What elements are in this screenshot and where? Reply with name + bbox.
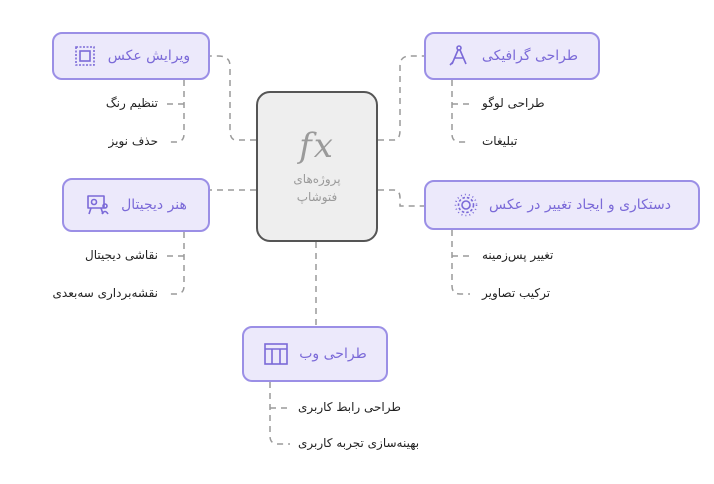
branch-graphic-design[interactable]: طراحی گرافیکی xyxy=(424,32,600,80)
leaf-background-change: تغییر پس‌زمینه xyxy=(482,248,554,262)
leaf-color-adjustment: تنظیم رنگ xyxy=(105,96,158,110)
branch-label: طراحی وب xyxy=(299,346,367,362)
branch-label: هنر دیجیتال xyxy=(121,197,187,213)
connector-digital-art-leaves xyxy=(166,232,185,295)
leaf-noise-removal: حذف نویز xyxy=(108,134,158,148)
leaf-ux-optimization: بهینه‌سازی تجربه کاربری xyxy=(298,436,420,450)
leaf-3d-mapping: نقشه‌برداری سه‌بعدی xyxy=(52,286,159,300)
branch-label: ویرایش عکس xyxy=(107,48,191,64)
leaf-digital-painting: نقاشی دیجیتال xyxy=(85,248,158,262)
connector-center-graphic-design xyxy=(378,55,424,141)
branch-digital-art[interactable]: هنر دیجیتال xyxy=(62,178,210,232)
leaf-ui-design: طراحی رابط کاربری xyxy=(298,400,401,414)
leaf-image-compositing: ترکیب تصاویر xyxy=(482,286,551,300)
branch-manipulation[interactable]: دستکاری و ایجاد تغییر در عکس xyxy=(424,180,700,230)
center-label: پروژه‌های فتوشاپ xyxy=(293,171,341,204)
easel-artist-icon xyxy=(85,192,111,218)
connector-center-manipulation xyxy=(378,189,424,207)
branch-photo-editing[interactable]: ویرایش عکس xyxy=(52,32,210,80)
layout-grid-icon xyxy=(263,341,289,367)
connector-center-photo-editing xyxy=(210,55,256,141)
pen-compass-icon xyxy=(446,43,472,69)
leaf-advertising: تبلیغات xyxy=(482,134,518,148)
fx-icon: fx xyxy=(299,125,335,166)
connector-web-design-leaves xyxy=(269,382,290,445)
branch-label: دستکاری و ایجاد تغییر در عکس xyxy=(489,197,671,213)
leaf-logo-design: طراحی لوگو xyxy=(482,96,545,110)
connector-photo-editing-leaves xyxy=(166,80,185,143)
center-node[interactable]: fx پروژه‌های فتوشاپ xyxy=(256,91,378,242)
sun-gear-icon xyxy=(453,192,479,218)
stamp-frame-icon xyxy=(72,43,98,69)
connector-manipulation-leaves xyxy=(451,230,470,295)
connector-graphic-design-leaves xyxy=(451,80,470,143)
branch-label: طراحی گرافیکی xyxy=(481,48,579,64)
branch-web-design[interactable]: طراحی وب xyxy=(242,326,388,382)
